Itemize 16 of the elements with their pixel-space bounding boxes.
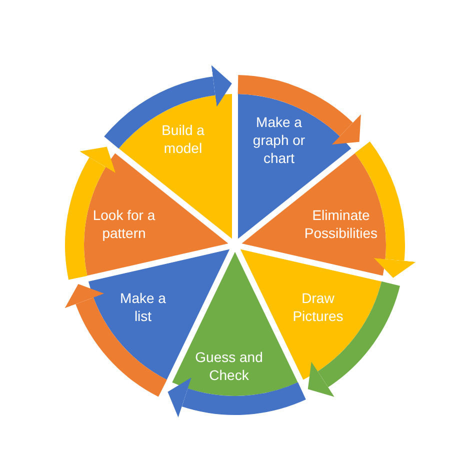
cycle-arrow — [104, 65, 232, 150]
pie-segment — [84, 153, 229, 276]
segment-label: Guess and Check — [194, 348, 264, 384]
cycle-arrow — [308, 280, 400, 396]
segment-label: Make a list — [119, 289, 167, 325]
pie-segment — [241, 153, 386, 276]
cycle-arrow — [65, 284, 168, 396]
cycle-arrow — [167, 377, 306, 418]
cycle-arrow — [354, 142, 416, 278]
segment-label: Build a model — [160, 121, 206, 157]
cycle-arrow — [237, 75, 360, 146]
segment-label: Look for a pattern — [92, 206, 156, 242]
segment-label: Draw Pictures — [292, 289, 344, 325]
segment-label: Eliminate Possibilities — [303, 206, 379, 242]
segment-label: Make a graph or chart — [252, 113, 306, 167]
cycle-arrow — [65, 146, 116, 280]
